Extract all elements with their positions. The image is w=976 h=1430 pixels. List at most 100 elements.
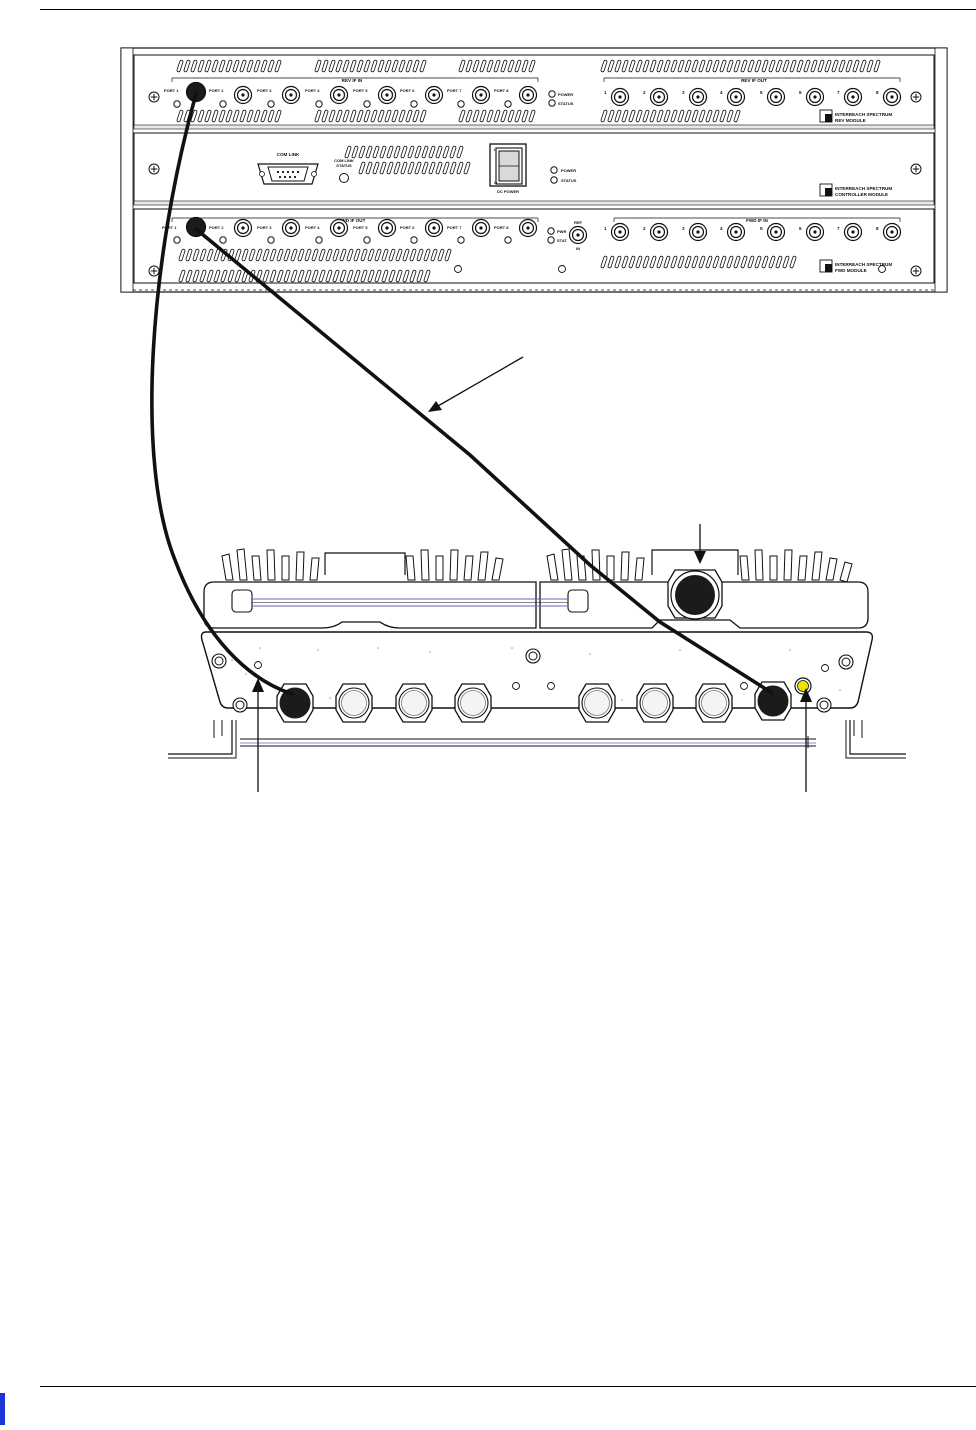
dc-power-label: DC POWER: [497, 189, 519, 194]
rev-port-6-connector[interactable]: [424, 85, 444, 105]
ref-in-label-2: IN: [576, 246, 580, 251]
rev-out-number: 5: [760, 90, 763, 95]
rev-out-number: 6: [799, 90, 802, 95]
fwd-brand-line2: FWD MODULE: [835, 268, 867, 273]
rev-coax-cable: [150, 92, 294, 696]
cables: [150, 92, 774, 696]
fwd-in-number: 5: [760, 226, 763, 231]
fwd-in-number: 4: [720, 226, 723, 231]
rev-out-number: 1: [604, 90, 607, 95]
cable-callout-arrow: [437, 356, 524, 407]
rev-out-connector[interactable]: [843, 87, 863, 107]
controller-mount-screw-right: [910, 163, 922, 175]
rev-out-connector[interactable]: [610, 87, 630, 107]
fwd-brand-line1: INTERREACH SPECTRUM: [835, 262, 892, 267]
rev-port-label: PORT 5: [353, 88, 368, 93]
callout-arrows: [252, 356, 812, 792]
rev-out-connector[interactable]: [882, 87, 902, 107]
fwd-pwr-label: PWR: [557, 229, 566, 234]
fwd-in-number: 2: [643, 226, 646, 231]
base-mount-bolt: [232, 697, 248, 713]
fwd-mount-screw-left: [148, 265, 160, 277]
top-cover-plate: [324, 552, 406, 575]
fwd-brand-logo: INTERREACH SPECTRUM FWD MODULE: [819, 259, 892, 273]
rev-out-connector[interactable]: [726, 87, 746, 107]
rev-out-connector[interactable]: [766, 87, 786, 107]
rev-if-in-ports: PORT 1 PORT 2 PORT 3 PORT 4 PORT 5 PORT …: [164, 81, 538, 108]
fwd-in-number: 6: [799, 226, 802, 231]
controller-status-led: [550, 176, 558, 184]
fwd-port-2-connector[interactable]: [233, 218, 253, 238]
fwd-port-6-connector[interactable]: [424, 218, 444, 238]
controller-brand-line1: INTERREACH SPECTRUM: [835, 186, 892, 191]
fwd-in-number: 1: [604, 226, 607, 231]
rev-mount-screw-left: [148, 91, 160, 103]
main-cable-entry-gland[interactable]: [667, 569, 723, 620]
fwd-port-8-connector[interactable]: [518, 218, 538, 238]
rev-brand-logo: INTERREACH SPECTRUM REV MODULE: [819, 109, 892, 123]
fwd-in-connector[interactable]: [649, 222, 669, 242]
rev-status-label: STATUS: [558, 101, 574, 106]
controller-status-label: STATUS: [561, 178, 577, 183]
cable-gland[interactable]: [395, 683, 433, 723]
rev-port-label: PORT 1: [164, 88, 179, 93]
controller-brand-logo: INTERREACH SPECTRUM CONTROLLER MODULE: [819, 183, 892, 197]
ref-in-connector[interactable]: [568, 225, 588, 245]
fwd-in-connector[interactable]: [843, 222, 863, 242]
base-mount-bolt: [816, 697, 832, 713]
fwd-if-in-label: FWD IF IN: [746, 218, 768, 223]
remote-unit-enclosure: [168, 548, 906, 759]
fwd-port-7-connector[interactable]: [471, 218, 491, 238]
rev-port-label: PORT 2: [209, 88, 224, 93]
svg-text:O: O: [494, 180, 497, 185]
rev-port-label: PORT 8: [494, 88, 509, 93]
rev-port-3-connector[interactable]: [281, 85, 301, 105]
purple-tube-assembly: [231, 589, 589, 613]
cable-gland[interactable]: [335, 683, 373, 723]
fwd-port-label: PORT 4: [305, 225, 320, 230]
rev-out-connector[interactable]: [688, 87, 708, 107]
cable-gland[interactable]: [578, 683, 616, 723]
fwd-coax-cable: [194, 227, 774, 695]
svg-text:I: I: [494, 147, 495, 152]
fwd-in-connector[interactable]: [610, 222, 630, 242]
rev-brand-line1: INTERREACH SPECTRUM: [835, 112, 892, 117]
controller-brand-line2: CONTROLLER MODULE: [835, 192, 888, 197]
fwd-in-connector[interactable]: [726, 222, 746, 242]
cable-gland[interactable]: [636, 683, 674, 723]
rev-port-2-connector[interactable]: [233, 85, 253, 105]
rev-out-number: 7: [837, 90, 840, 95]
rev-out-number: 3: [682, 90, 685, 95]
com-link-label: COM LINK: [277, 152, 300, 157]
rev-if-out-ports: 1 2 3 4 5 6 7 8: [604, 87, 902, 107]
rev-port-label: PORT 3: [257, 88, 272, 93]
fwd-port-3-connector[interactable]: [281, 218, 301, 238]
dc-power-switch[interactable]: I O: [489, 143, 527, 187]
fwd-power-led: [547, 227, 555, 235]
controller-power-led: [550, 166, 558, 174]
rev-out-connector[interactable]: [649, 87, 669, 107]
cable-gland[interactable]: [454, 683, 492, 723]
com-link-db9-connector[interactable]: [257, 163, 319, 185]
fwd-if-out-label: FWD IF OUT: [339, 218, 366, 223]
rev-port-label: PORT 4: [305, 88, 320, 93]
fwd-in-number: 7: [837, 226, 840, 231]
cable-gland[interactable]: [695, 683, 733, 723]
rev-port-5-connector[interactable]: [377, 85, 397, 105]
rev-port-label: PORT 7: [447, 88, 462, 93]
heat-sink-fins: [221, 548, 853, 583]
rev-port-7-connector[interactable]: [471, 85, 491, 105]
ref-in-label-1: REF: [574, 220, 583, 225]
rev-port-4-connector[interactable]: [329, 85, 349, 105]
header-rule: [40, 9, 976, 10]
rev-port-1-connected[interactable]: [185, 81, 207, 103]
fwd-in-connector[interactable]: [805, 222, 825, 242]
rev-mount-screw-right: [910, 91, 922, 103]
fwd-in-connector[interactable]: [882, 222, 902, 242]
fwd-in-connector[interactable]: [766, 222, 786, 242]
fwd-in-connector[interactable]: [688, 222, 708, 242]
fwd-port-5-connector[interactable]: [377, 218, 397, 238]
rev-out-connector[interactable]: [805, 87, 825, 107]
fwd-port-4-connector[interactable]: [329, 218, 349, 238]
rev-port-8-connector[interactable]: [518, 85, 538, 105]
